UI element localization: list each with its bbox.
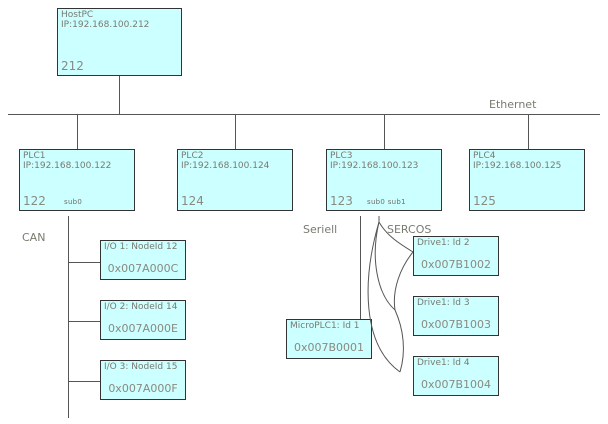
can-branch-io1 <box>68 262 101 263</box>
node-plc3[interactable]: PLC3 IP:192.168.100.123 123 sub0 sub1 <box>326 149 446 215</box>
node-title: PLC2 <box>181 151 204 161</box>
node-address: 0x007A000C <box>107 262 179 275</box>
bus-label-can: CAN <box>22 231 46 244</box>
node-title: I/O 3: NodeId 15 <box>104 362 178 372</box>
node-host-pc[interactable]: HostPC IP:192.168.100.212 212 <box>57 8 186 80</box>
bus-label-sercos: SERCOS <box>387 223 432 236</box>
node-address: 0x007B0001 <box>293 341 365 354</box>
node-plc1[interactable]: PLC1 IP:192.168.100.122 122 sub0 <box>19 149 139 215</box>
node-title: I/O 2: NodeId 14 <box>104 302 178 312</box>
node-io-3[interactable]: I/O 3: NodeId 15 0x007A000F <box>100 360 190 404</box>
ethernet-drop-plc1 <box>77 114 78 149</box>
seriell-link <box>360 216 361 319</box>
node-id: 125 <box>473 194 496 208</box>
node-sub-ports: sub0 sub1 <box>367 198 406 206</box>
node-ip-address: IP:192.168.100.123 <box>330 161 419 171</box>
node-title: PLC4 <box>473 151 496 161</box>
node-io-2[interactable]: I/O 2: NodeId 14 0x007A000E <box>100 300 190 344</box>
sercos-ring-return <box>394 309 404 373</box>
node-address: 0x007B1004 <box>420 378 492 391</box>
node-id: 124 <box>181 194 204 208</box>
sercos-link-drive3 <box>367 221 401 373</box>
can-branch-io3 <box>68 381 101 382</box>
bus-label-seriell: Seriell <box>303 223 338 236</box>
ethernet-drop-plc2 <box>235 114 236 149</box>
node-ip-address: IP:192.168.100.124 <box>181 161 270 171</box>
node-plc4[interactable]: PLC4 IP:192.168.100.125 125 <box>469 149 589 215</box>
node-micro-plc1[interactable]: MicroPLC1: Id 1 0x007B0001 <box>286 319 376 363</box>
ethernet-drop-plc4 <box>528 114 529 149</box>
node-ip-address: IP:192.168.100.122 <box>23 161 112 171</box>
node-title: Drive1: Id 3 <box>417 298 470 308</box>
node-title: PLC3 <box>330 151 353 161</box>
node-io-1[interactable]: I/O 1: NodeId 12 0x007A000C <box>100 240 190 284</box>
can-branch-io2 <box>68 321 101 322</box>
ethernet-bus-line <box>8 114 600 115</box>
node-id: 123 <box>330 194 353 208</box>
node-title: I/O 1: NodeId 12 <box>104 242 178 252</box>
node-address: 0x007A000F <box>108 382 178 395</box>
node-title: MicroPLC1: Id 1 <box>290 321 360 331</box>
node-address: 0x007B1002 <box>420 258 492 271</box>
node-title: Drive1: Id 2 <box>417 238 470 248</box>
node-drive-1[interactable]: Drive1: Id 2 0x007B1002 <box>413 236 503 280</box>
node-id: 122 <box>23 194 46 208</box>
sercos-ring-return-upper <box>393 251 414 311</box>
bus-label-ethernet: Ethernet <box>489 98 537 111</box>
node-drive-3[interactable]: Drive1: Id 4 0x007B1004 <box>413 356 503 400</box>
node-title: PLC1 <box>23 151 46 161</box>
node-drive-2[interactable]: Drive1: Id 3 0x007B1003 <box>413 296 503 340</box>
node-plc2[interactable]: PLC2 IP:192.168.100.124 124 <box>177 149 297 215</box>
node-sub-ports: sub0 <box>64 198 83 206</box>
node-address: 0x007B1003 <box>420 318 492 331</box>
host-to-ethernet-link <box>119 76 120 114</box>
node-id: 212 <box>61 59 84 73</box>
node-title: Drive1: Id 4 <box>417 358 470 368</box>
node-address: 0x007A000E <box>108 322 178 335</box>
node-ip-address: IP:192.168.100.125 <box>473 161 562 171</box>
node-title: HostPC <box>61 10 94 20</box>
node-ip-address: IP:192.168.100.212 <box>61 20 150 30</box>
can-bus-trunk <box>68 216 69 418</box>
ethernet-drop-plc3 <box>384 114 385 149</box>
